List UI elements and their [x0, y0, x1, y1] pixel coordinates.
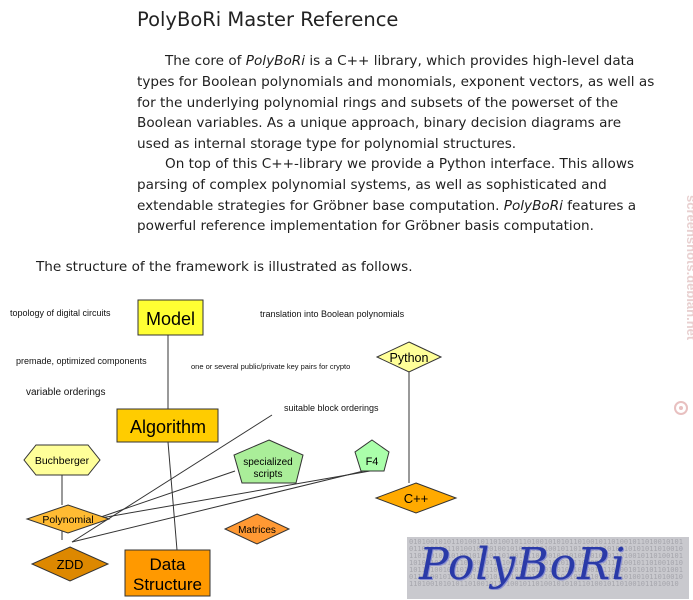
specialized-label-1: specialized [243, 457, 292, 468]
zdd-node [30, 546, 110, 582]
buchberger-node [23, 444, 101, 476]
para1-rest: is a C++ library, which provides high-le… [137, 53, 655, 153]
zdd-algorithm-line [71, 414, 273, 543]
polynomial-label: Polynomial [42, 514, 93, 526]
matrices-label: Matrices [238, 525, 276, 536]
polybori-logo: 0101001010110100101101001011010010101011… [407, 537, 689, 599]
cpp-label: C++ [404, 491, 429, 506]
matrices-node [223, 513, 291, 545]
annotation-translation: translation into Boolean polynomials [260, 309, 405, 319]
logo-bit-pattern: 0101001010110100101101001011010010101011… [409, 538, 683, 588]
specialized-scripts-node [233, 439, 304, 484]
zdd-f4-line [71, 466, 381, 543]
data-structure-label-1: Data [150, 555, 186, 574]
intro-paragraph: The core of PolyBoRi is a C++ library, w… [137, 51, 657, 155]
structure-intro: The structure of the framework is illust… [36, 259, 413, 275]
watermark: screenshots.debian.net [674, 195, 693, 415]
algorithm-node [116, 408, 219, 443]
para1-emphasis: PolyBoRi [245, 53, 305, 69]
framework-diagram: Model Algorithm Data Structure Python C+… [10, 299, 458, 597]
diagram-connectors [61, 335, 410, 551]
model-label: Model [146, 309, 195, 329]
para2-rest: features a powerful reference implementa… [137, 197, 637, 235]
page-title: PolyBoRi Master Reference [137, 8, 399, 31]
f4-node [354, 439, 390, 472]
para2-emphasis: PolyBoRi [503, 197, 563, 214]
annotation-variable-orderings: variable orderings [26, 387, 106, 398]
watermark-icon-dot [679, 406, 683, 410]
cpp-node [374, 482, 458, 514]
polynomial-f4-line [94, 470, 371, 520]
algorithm-data-line [167, 441, 178, 551]
watermark-icon [674, 401, 688, 415]
zdd-label: ZDD [57, 557, 84, 572]
python-label: Python [390, 351, 429, 365]
annotation-block-orderings: suitable block orderings [284, 403, 379, 413]
watermark-text: screenshots.debian.net [684, 195, 693, 341]
para1-prefix: The core of [165, 53, 246, 69]
specialized-label-2: scripts [254, 469, 283, 480]
algorithm-label: Algorithm [130, 417, 206, 437]
annotation-premade: premade, optimized components [16, 356, 147, 366]
buchberger-label: Buchberger [35, 455, 90, 467]
data-structure-label-2: Structure [133, 575, 202, 594]
python-paragraph: On top of this C++-library we provide a … [137, 154, 657, 237]
annotation-key-pairs: one or several public/private key pairs … [191, 362, 350, 371]
f4-label: F4 [366, 456, 379, 468]
polynomial-node [25, 504, 111, 534]
annotation-topology: topology of digital circuits [10, 308, 111, 318]
logo-text: PolyBoRi [419, 539, 627, 590]
python-node [375, 341, 443, 373]
data-structure-node [124, 549, 211, 597]
polynomial-scripts-line [94, 470, 236, 520]
model-node [137, 299, 204, 336]
para2-prefix: On top of this C++-library we provide a … [137, 156, 635, 214]
